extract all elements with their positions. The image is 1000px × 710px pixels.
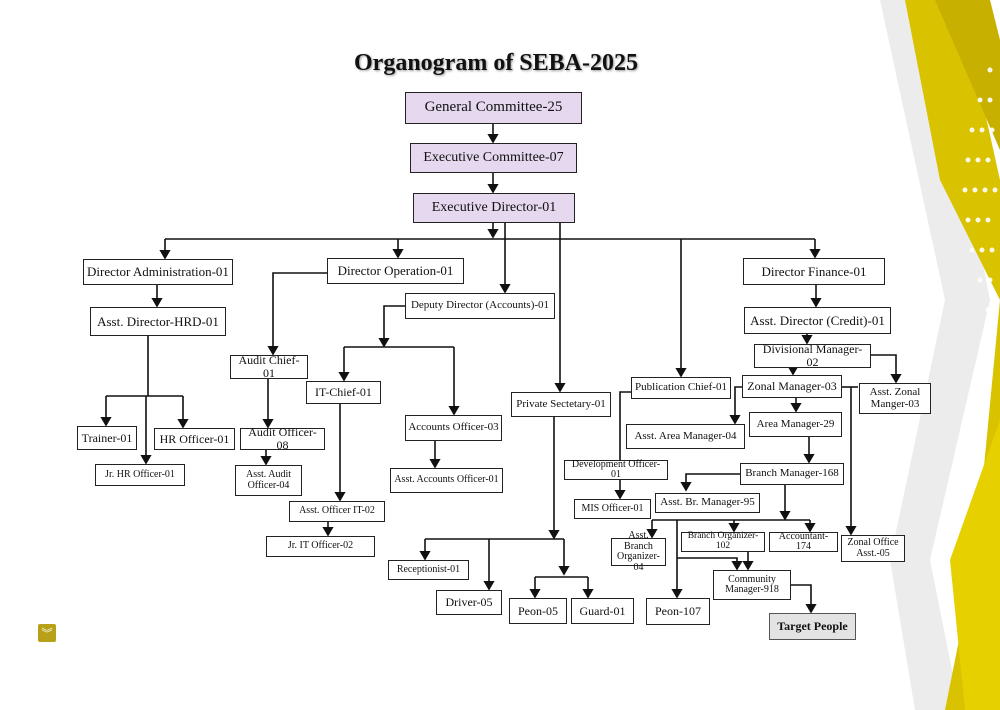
box-director-finance: Director Finance-01	[743, 258, 885, 285]
box-general-committee: General Committee-25	[405, 92, 582, 124]
box-asst-director-credit: Asst. Director (Credit)-01	[744, 307, 891, 334]
box-community-manager: Community Manager-918	[713, 570, 791, 600]
box-hr-officer: HR Officer-01	[154, 428, 235, 450]
box-executive-director: Executive Director-01	[413, 193, 575, 223]
box-it-chief: IT-Chief-01	[306, 381, 381, 404]
box-accountant: Accountant-174	[769, 531, 838, 552]
box-guard: Guard-01	[571, 598, 634, 624]
box-director-operation: Director Operation-01	[327, 258, 464, 284]
page-title: Organogram of SEBA-2025	[354, 50, 638, 76]
box-zonal-manager: Zonal Manager-03	[742, 375, 842, 398]
box-asst-director-hrd: Asst. Director-HRD-01	[90, 307, 226, 336]
box-asst-accounts-officer: Asst. Accounts Officer-01	[390, 468, 503, 493]
box-accounts-officer: Accounts Officer-03	[405, 415, 502, 441]
box-zonal-office-asst: Zonal Office Asst.-05	[841, 535, 905, 562]
box-audit-chief: Audit Chief-01	[230, 354, 308, 379]
box-branch-manager: Branch Manager-168	[740, 463, 844, 485]
box-development-officer: Development Officer-01	[564, 459, 668, 480]
box-executive-committee: Executive Committee-07	[410, 143, 577, 173]
box-branch-organizer: Branch Organizer-102	[681, 531, 765, 552]
box-director-administration: Director Administration-01	[83, 259, 233, 285]
box-trainer: Trainer-01	[77, 426, 137, 450]
box-asst-area-manager: Asst. Area Manager-04	[626, 424, 745, 449]
box-driver: Driver-05	[436, 590, 502, 615]
box-mis-officer: MIS Officer-01	[574, 499, 651, 519]
box-receptionist: Receptionist-01	[388, 560, 469, 580]
box-asst-zonal-manager: Asst. Zonal Manger-03	[859, 383, 931, 414]
box-asst-branch-organizer: Asst. Branch Organizer-04	[611, 530, 666, 572]
chevrons-down-icon: ︾	[38, 624, 56, 642]
box-private-secretary: Private Sectetary-01	[511, 392, 611, 417]
box-audit-officer: Audit Officer-08	[240, 426, 325, 451]
box-peon-05: Peon-05	[509, 598, 567, 624]
box-deputy-director-accounts: Deputy Director (Accounts)-01	[405, 293, 555, 319]
box-jr-it-officer: Jr. IT Officer-02	[266, 536, 375, 557]
box-asst-officer-it: Asst. Officer IT-02	[289, 501, 385, 522]
box-divisional-manager: Divisional Manager-02	[754, 343, 871, 368]
box-target-people: Target People	[769, 613, 856, 640]
box-asst-br-manager: Asst. Br. Manager-95	[655, 493, 760, 513]
box-asst-audit-officer: Asst. Audit Officer-04	[235, 465, 302, 496]
box-jr-hr-officer: Jr. HR Officer-01	[95, 464, 185, 486]
box-area-manager: Area Manager-29	[749, 412, 842, 437]
box-publication-chief: Publication Chief-01	[631, 377, 731, 399]
box-peon-107: Peon-107	[646, 598, 710, 625]
